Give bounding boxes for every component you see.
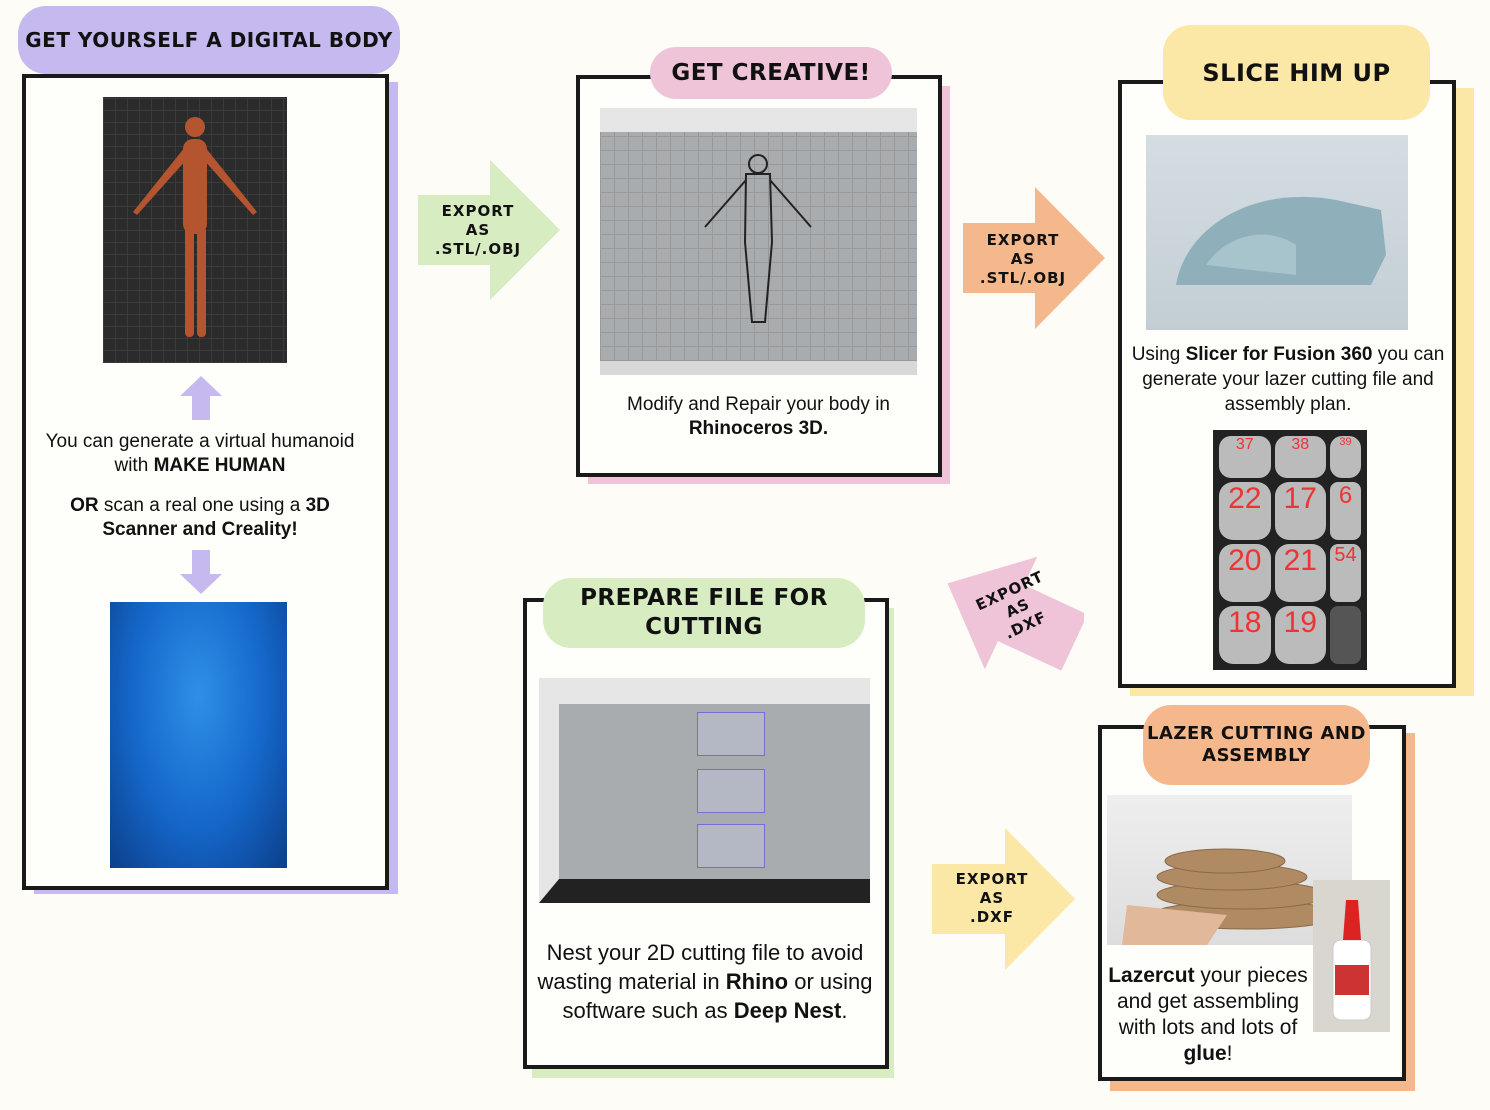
- glue-bottle-photo: [1313, 880, 1390, 1032]
- slice-piece-label: 39: [1330, 436, 1361, 478]
- step5-title: LAZER CUTTING AND ASSEMBLY: [1143, 705, 1370, 785]
- step4-title: PREPARE FILE FOR CUTTING: [543, 578, 865, 648]
- slice-piece-label: 21: [1274, 544, 1327, 602]
- makehuman-render-image: [103, 97, 287, 363]
- slice-piece-label: 22: [1219, 482, 1271, 540]
- rhino-screenshot-image: [600, 108, 917, 375]
- step2-text: Modify and Repair your body in Rhinocero…: [627, 394, 890, 439]
- arrow-down-icon: [180, 550, 222, 594]
- slice-piece-label: 20: [1219, 544, 1271, 602]
- slice-piece-label: 18: [1219, 606, 1271, 664]
- slice-piece-label: 38: [1274, 436, 1327, 478]
- slice-piece-label: 54: [1330, 544, 1361, 602]
- slice-plan-image: 37 38 39 22 17 6 20 21 54 18 19: [1213, 430, 1367, 670]
- step1-text-makehuman: You can generate a virtual humanoid with…: [45, 431, 355, 476]
- slice-piece-label: 6: [1330, 482, 1361, 540]
- slice-piece-label: 37: [1219, 436, 1271, 478]
- slicer-render-image: [1146, 135, 1408, 330]
- nesting-screenshot-image: [539, 678, 870, 903]
- step2-title: GET CREATIVE!: [650, 47, 892, 99]
- step3-title: SLICE HIM UP: [1163, 25, 1430, 120]
- step4-text: Nest your 2D cutting file to avoid wasti…: [537, 940, 873, 1023]
- 3d-scan-image: [110, 602, 287, 868]
- slice-piece-label: 17: [1274, 482, 1327, 540]
- step5-text: Lazercut your pieces and get assembling …: [1108, 964, 1308, 1065]
- slice-piece-label: 19: [1274, 606, 1327, 664]
- step1-title: GET YOURSELF A DIGITAL BODY: [18, 6, 400, 74]
- arrow-up-icon: [180, 376, 222, 420]
- step1-text-scan: OR scan a real one using a 3D Scanner an…: [70, 495, 330, 540]
- step3-text: Using Slicer for Fusion 360 you can gene…: [1131, 344, 1445, 415]
- cardboard-model-photo: [1107, 795, 1352, 945]
